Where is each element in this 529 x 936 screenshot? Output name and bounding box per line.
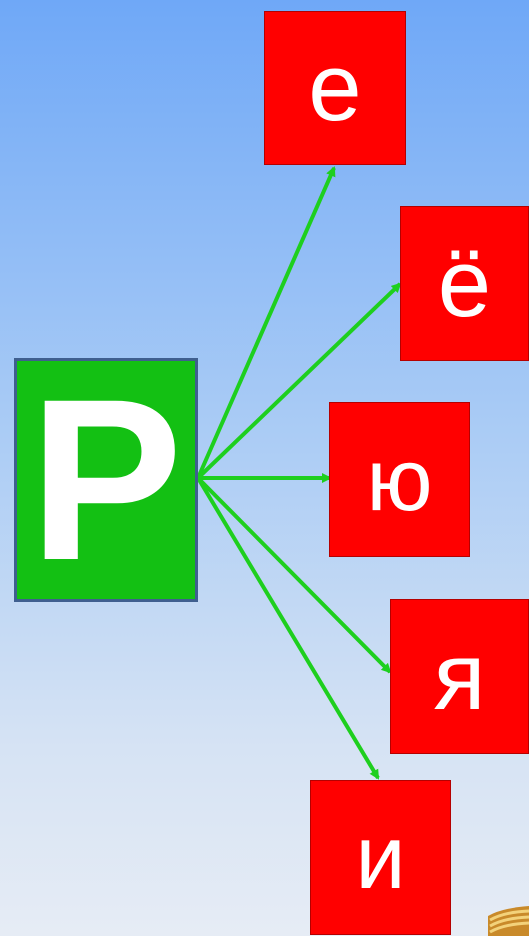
- letter-box-e: е: [264, 11, 406, 165]
- letter-yo: ё: [437, 229, 492, 337]
- arrow-to-ya: [196, 476, 392, 674]
- letter-box-yo: ё: [400, 206, 529, 361]
- book-stack-icon: [488, 906, 529, 936]
- arrow-to-yo: [196, 282, 402, 480]
- letter-e: е: [308, 34, 362, 141]
- arrow-to-i: [196, 476, 380, 780]
- letter-yu: ю: [366, 429, 433, 529]
- source-letter-box: Р: [14, 358, 198, 602]
- letter-box-ya: я: [390, 599, 529, 754]
- letter-box-yu: ю: [329, 402, 470, 557]
- letter-ya: я: [433, 622, 486, 730]
- letter-i: и: [355, 807, 406, 908]
- source-letter: Р: [29, 351, 183, 608]
- arrow-to-e: [196, 166, 336, 479]
- letter-box-i: и: [310, 780, 451, 935]
